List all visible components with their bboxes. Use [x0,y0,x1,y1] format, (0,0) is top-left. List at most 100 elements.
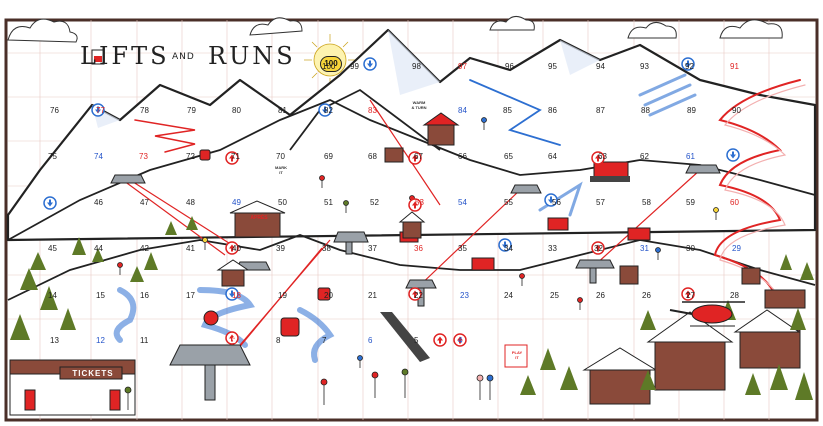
board-square-33[interactable]: 33 [548,244,557,253]
board-square-62[interactable]: 62 [640,152,649,161]
board-square-98[interactable]: 98 [412,62,421,71]
board-square-59[interactable]: 59 [686,198,695,207]
board-square-50[interactable]: 50 [278,198,287,207]
board-square-18[interactable]: 18 [232,291,241,300]
board-square-5[interactable]: 5 [414,336,419,345]
board-square-93[interactable]: 93 [640,62,649,71]
board-square-88[interactable]: 88 [641,106,650,115]
board-square-91[interactable]: 91 [730,62,739,71]
board-square-70[interactable]: 70 [276,152,285,161]
board-square-45[interactable]: 45 [48,244,57,253]
board-square-92[interactable]: 92 [685,62,694,71]
board-square-47[interactable]: 47 [140,198,149,207]
board-square-81[interactable]: 81 [278,106,287,115]
board-square-68[interactable]: 68 [368,152,377,161]
board-square-86[interactable]: 86 [548,106,557,115]
board-square-80[interactable]: 80 [232,106,241,115]
board-square-82[interactable]: 82 [324,106,333,115]
board-square-39[interactable]: 39 [276,244,285,253]
board-square-97[interactable]: 97 [458,62,467,71]
board-square-64[interactable]: 64 [548,152,557,161]
board-square-77[interactable]: 77 [96,106,105,115]
board-square-84[interactable]: 84 [458,106,467,115]
board-square-21[interactable]: 21 [368,291,377,300]
board-square-35[interactable]: 35 [458,244,467,253]
board-square-69[interactable]: 69 [324,152,333,161]
board-square-32[interactable]: 32 [594,244,603,253]
board-square-19[interactable]: 19 [278,291,287,300]
board-square-46[interactable]: 46 [94,198,103,207]
board-square-10[interactable]: 10 [186,336,195,345]
board-square-73[interactable]: 73 [139,152,148,161]
up-arrow-icon [225,151,695,347]
board-square-51[interactable]: 51 [324,198,333,207]
board-square-25[interactable]: 25 [550,291,559,300]
board-square-27[interactable]: 27 [686,291,695,300]
board-square-56[interactable]: 56 [552,198,561,207]
board-square-78[interactable]: 78 [140,106,149,115]
board-square-57[interactable]: 57 [596,198,605,207]
board-square-26[interactable]: 26 [642,291,651,300]
board-square-63[interactable]: 63 [598,152,607,161]
board-square-17[interactable]: 17 [186,291,195,300]
board-square-76[interactable]: 76 [50,106,59,115]
board-square-65[interactable]: 65 [504,152,513,161]
board-square-7[interactable]: 7 [322,336,327,345]
board-square-49[interactable]: 49 [232,198,241,207]
cloud-icon [7,16,783,43]
board-square-66[interactable]: 66 [458,152,467,161]
board-square-16[interactable]: 16 [140,291,149,300]
board-square-100[interactable]: 100 [322,62,336,71]
board-square-36[interactable]: 36 [414,244,423,253]
board-square-15[interactable]: 15 [96,291,105,300]
board-square-30[interactable]: 30 [686,244,695,253]
board-square-95[interactable]: 95 [548,62,557,71]
board-square-48[interactable]: 48 [186,198,195,207]
board-square-55[interactable]: 55 [504,198,513,207]
board-square-11[interactable]: 11 [140,336,149,345]
board-square-41[interactable]: 41 [186,244,195,253]
board-square-94[interactable]: 94 [596,62,605,71]
tree-icon [10,216,814,400]
board-square-14[interactable]: 14 [48,291,57,300]
board-square-96[interactable]: 96 [505,62,514,71]
board-square-85[interactable]: 85 [503,106,512,115]
board-square-8[interactable]: 8 [276,336,281,345]
board-square-60[interactable]: 60 [730,198,739,207]
board-square-83[interactable]: 83 [368,106,377,115]
board-square-87[interactable]: 87 [596,106,605,115]
board-square-4[interactable]: 4 [458,336,463,345]
board-square-12[interactable]: 12 [96,336,105,345]
board-square-58[interactable]: 58 [642,198,651,207]
board-square-37[interactable]: 37 [368,244,377,253]
board-square-38[interactable]: 38 [322,244,331,253]
board-square-23[interactable]: 23 [460,291,469,300]
board-square-34[interactable]: 34 [504,244,513,253]
board-square-26[interactable]: 26 [596,291,605,300]
board-square-67[interactable]: 67 [414,152,423,161]
board-square-13[interactable]: 13 [50,336,59,345]
board-square-9[interactable]: 9 [232,336,237,345]
board-square-40[interactable]: 40 [232,244,241,253]
board-square-31[interactable]: 31 [640,244,649,253]
board-square-6[interactable]: 6 [368,336,373,345]
board-square-89[interactable]: 89 [687,106,696,115]
board-square-42[interactable]: 42 [140,244,149,253]
board-square-29[interactable]: 29 [732,244,741,253]
board-square-74[interactable]: 74 [94,152,103,161]
board-square-28[interactable]: 28 [730,291,739,300]
board-square-52[interactable]: 52 [370,198,379,207]
board-square-79[interactable]: 79 [187,106,196,115]
board-square-53[interactable]: 53 [415,198,424,207]
board-square-71[interactable]: 71 [231,152,240,161]
board-square-75[interactable]: 75 [48,152,57,161]
board-square-90[interactable]: 90 [732,106,741,115]
board-square-61[interactable]: 61 [686,152,695,161]
board-square-72[interactable]: 72 [186,152,195,161]
board-square-22[interactable]: 22 [414,291,423,300]
board-square-44[interactable]: 44 [94,244,103,253]
board-square-24[interactable]: 24 [504,291,513,300]
board-square-54[interactable]: 54 [458,198,467,207]
board-square-20[interactable]: 20 [324,291,333,300]
board-square-99[interactable]: 99 [350,62,359,71]
